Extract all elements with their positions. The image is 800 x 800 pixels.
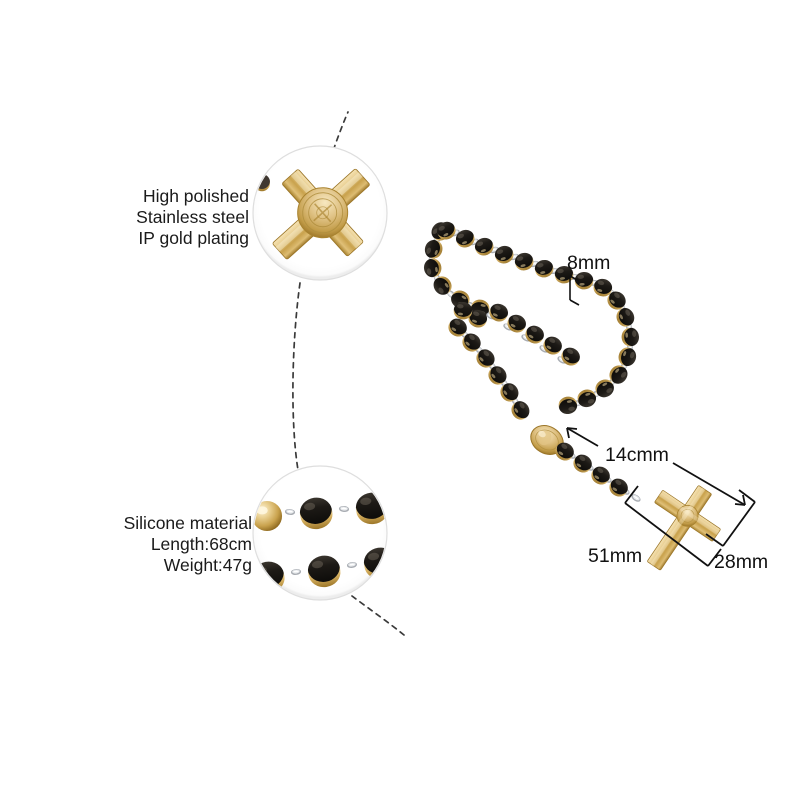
callout-bottom-line-1: Silicone material [123,513,252,533]
callout-bottom-line-2: Length:68cm [150,534,252,554]
rosary-necklace-photo [422,218,721,571]
cross-closeup-photo [254,168,370,260]
callout-material-finish: High polished Stainless steel IP gold pl… [104,186,249,249]
dimension-bracket-51mm [624,485,722,567]
dimension-label-cross-width: 28mm [714,551,769,573]
detail-circle-beads [252,465,388,601]
callout-top-line-2: Stainless steel [136,207,249,227]
dimension-line-14cmm [566,427,746,506]
callout-top-line-1: High polished [142,186,249,206]
callout-bottom-line-3: Weight:47g [163,555,252,575]
dimension-bracket-28mm [705,489,756,547]
callout-material-specs: Silicone material Length:68cm Weight:47g [104,513,252,576]
detail-circle-cross [252,145,388,281]
dimension-label-bead-diameter: 8mm [567,252,611,274]
leader-line-middle [292,282,301,471]
dimension-bracket-8mm [569,275,580,306]
dimension-label-cross-height: 51mm [588,545,643,567]
callout-top-line-3: IP gold plating [138,228,249,248]
leader-line-bottom [351,595,405,636]
cross-pendant [647,485,721,571]
dimension-label-drop-length: 14cmm [605,444,669,466]
